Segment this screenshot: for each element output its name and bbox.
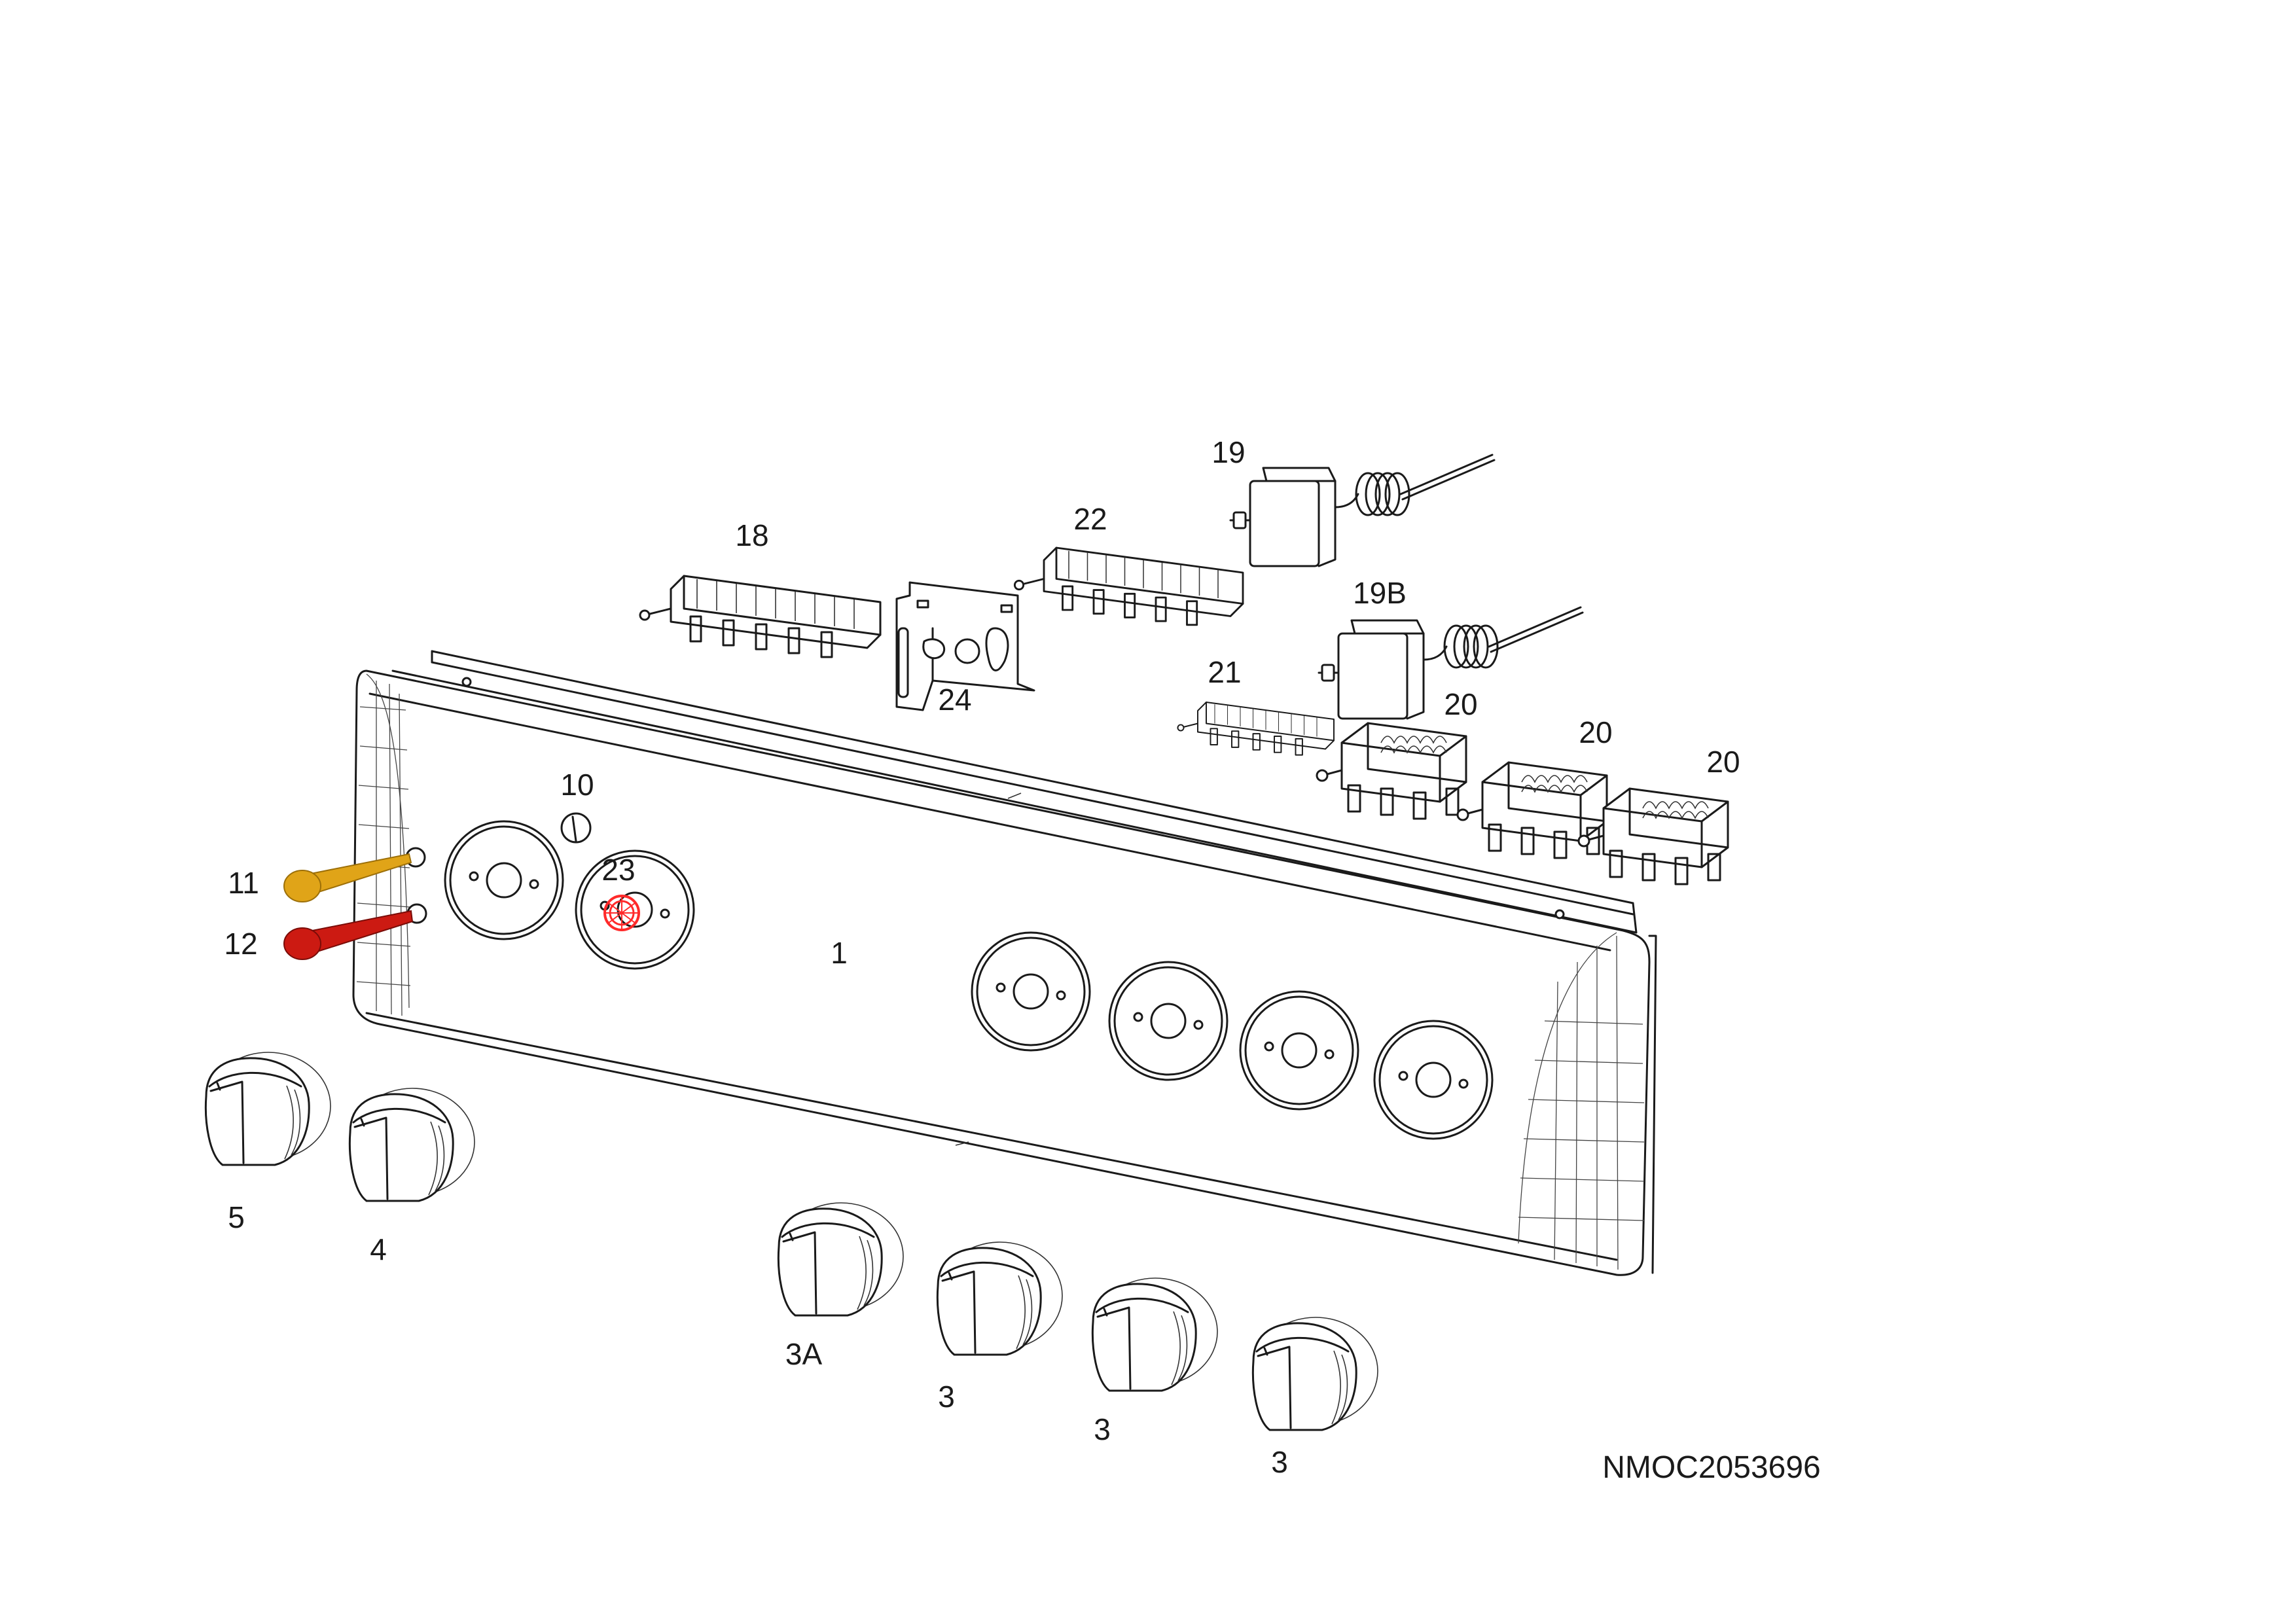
left-dial-opening-1 (444, 820, 564, 940)
knob-3-second (1091, 1277, 1219, 1392)
knob-4 (348, 1087, 476, 1202)
callout-part-10: 10 (560, 768, 594, 802)
right-dial-opening-3 (1239, 990, 1359, 1111)
part-22-switch (1013, 546, 1244, 626)
knob-3-first (936, 1241, 1064, 1356)
part-12-indicator-light-red (283, 910, 414, 960)
callout-knob-3-b: 3 (1094, 1412, 1111, 1446)
callout-part-12: 12 (224, 927, 257, 961)
part-11-indicator-light-yellow (283, 853, 412, 902)
panel-top-rail (391, 650, 1638, 934)
knob-5 (204, 1051, 332, 1166)
callout-part-20-b: 20 (1579, 715, 1612, 749)
knob-3a (777, 1202, 905, 1317)
callout-part-23: 23 (601, 853, 635, 887)
callout-part-20-c: 20 (1706, 745, 1740, 779)
callout-part-18: 18 (735, 518, 768, 552)
part-24-bracket (895, 581, 1035, 711)
part-23-spring-clip (603, 895, 640, 931)
callout-knob-5: 5 (228, 1200, 245, 1234)
right-dial-opening-1 (971, 931, 1091, 1052)
right-dial-opening-4 (1373, 1020, 1494, 1140)
callout-part-19b: 19B (1353, 576, 1407, 610)
callout-part-24: 24 (938, 683, 971, 717)
callout-part-21: 21 (1208, 655, 1241, 689)
callout-part-22: 22 (1073, 502, 1107, 536)
part-19-thermostat (1229, 454, 1496, 567)
callout-knob-4: 4 (370, 1232, 387, 1266)
callout-panel: 1 (831, 936, 848, 970)
part-20-regulator-a (1316, 722, 1467, 820)
diagram-code: NMOC2053696 (1602, 1450, 1821, 1485)
callout-knob-3-c: 3 (1271, 1445, 1288, 1479)
part-10-clip (560, 812, 592, 844)
knob-3-third (1251, 1316, 1379, 1431)
callout-knob-3-a: 3 (938, 1380, 955, 1414)
callout-part-11: 11 (228, 866, 259, 900)
part-21-switch (1177, 702, 1335, 756)
callout-part-19: 19 (1211, 435, 1245, 469)
right-dial-opening-2 (1108, 961, 1229, 1081)
callout-part-20-a: 20 (1444, 687, 1477, 721)
part-18-switch (639, 575, 882, 658)
panel-right-end (1518, 932, 1645, 1270)
callout-knob-3a: 3A (785, 1337, 823, 1371)
